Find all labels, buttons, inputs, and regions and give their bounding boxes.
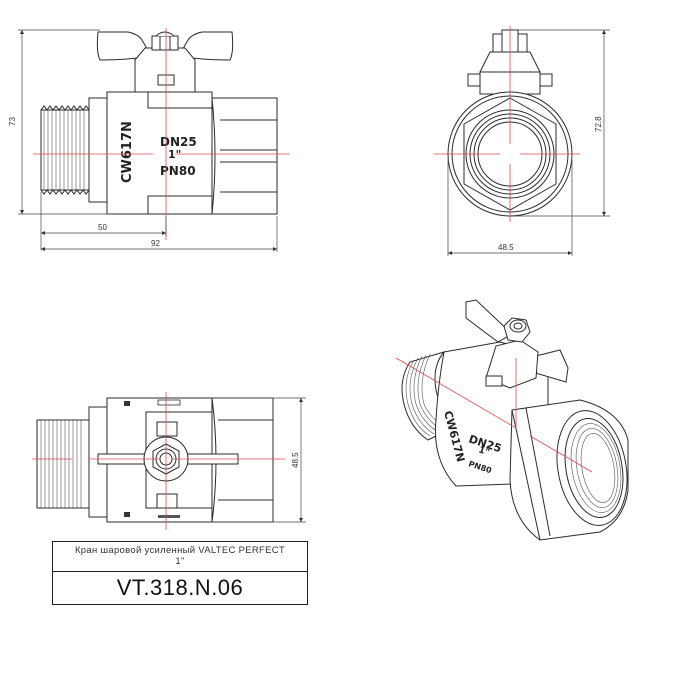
label-size: 1" (168, 148, 181, 161)
handle-wing-left (96, 31, 151, 61)
dim-width-48-5-top: 48.5 (291, 452, 300, 468)
article-number: VT.318.N.06 (116, 575, 244, 600)
iso-handle-wing (465, 299, 513, 343)
thread-lines (43, 110, 85, 190)
dim-height-72-8: 72.8 (594, 116, 603, 132)
iso-view: CW617N DN25 1" PN80 (395, 299, 629, 541)
iso-label-size: 1" (477, 445, 491, 458)
label-pn80: PN80 (160, 164, 196, 178)
dim-length-50: 50 (98, 223, 107, 232)
front-view: CW617N DN25 1" PN80 73 50 92 (8, 28, 290, 252)
top-view: 48.5 (32, 392, 306, 530)
product-description: Кран шаровой усиленный VALTEC PERFECT (74, 545, 286, 556)
side-view: 72.8 48.5 (434, 26, 610, 256)
title-block: Кран шаровой усиленный VALTEC PERFECT 1"… (52, 541, 308, 605)
label-dn25: DN25 (160, 135, 197, 149)
dim-height-73: 73 (8, 117, 17, 126)
body-marking-cw617n: CW617N (120, 121, 135, 183)
dim-width-48-5: 48.5 (498, 243, 514, 252)
title-block-description-row: Кран шаровой усиленный VALTEC PERFECT 1" (53, 542, 307, 572)
handle-wing-right (179, 31, 234, 61)
dim-length-92: 92 (151, 239, 160, 248)
product-size: 1" (175, 556, 185, 567)
